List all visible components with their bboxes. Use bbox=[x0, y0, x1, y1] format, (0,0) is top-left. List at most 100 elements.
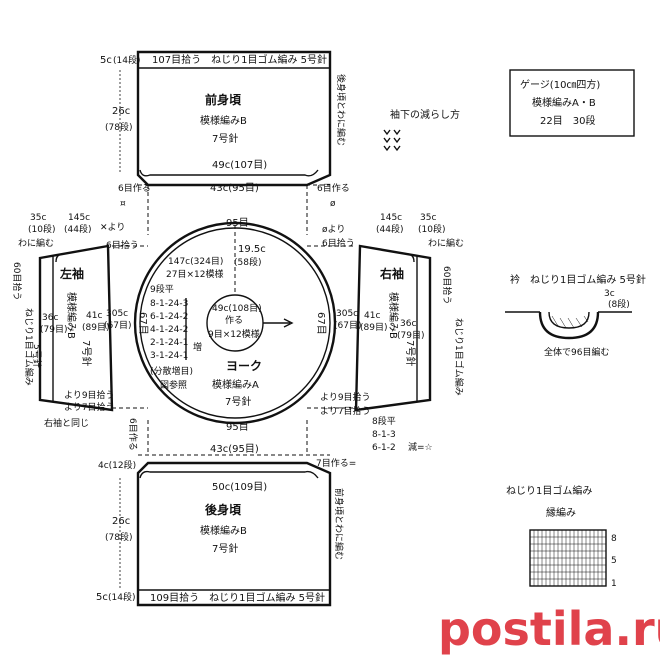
gauge-box: ゲージ(10㎝四方) 模様編みA・B 22目 30段 bbox=[509, 69, 635, 137]
lsleeve-cuff-rib: ねじり1目ゴム編み bbox=[23, 308, 35, 386]
yoke-pattern: 模様編みA bbox=[212, 378, 259, 391]
back-cast-right: 7目作る= bbox=[316, 457, 356, 469]
yoke-needle: 7号針 bbox=[225, 395, 251, 408]
lsleeve-pick-9: より9目拾う bbox=[64, 389, 115, 401]
front-side-note: 後身頃とわに編む bbox=[335, 74, 347, 146]
watermark: postila.ru bbox=[438, 602, 660, 656]
gauge-pattern: 模様編みA・B bbox=[532, 96, 596, 109]
lsleeve-join: わに編む bbox=[18, 237, 54, 249]
neck-height-rows: (8段) bbox=[608, 298, 630, 310]
yoke-dec-row: 8-1-24-3 bbox=[150, 299, 188, 309]
yoke-decrease-list: 8-1-24-3 6-1-24-2 4-1-24-2 2-1-24-1 3-1-… bbox=[150, 299, 188, 361]
yoke-title: ヨーク bbox=[226, 359, 262, 373]
rsleeve-pick: 6目拾う bbox=[322, 237, 355, 249]
rib-row-label: 8 bbox=[611, 534, 617, 544]
rsleeve-cuff-rib: ねじり1目ゴム編み bbox=[453, 318, 465, 396]
lsleeve-pick-7: より7目拾う bbox=[64, 401, 115, 413]
yoke-dec-row: 6-1-24-2 bbox=[150, 312, 188, 322]
yoke-left-st: 67目 bbox=[137, 312, 148, 335]
rsleeve-depth-st: (67目) bbox=[334, 320, 361, 331]
rsleeve-inner-st: (89目) bbox=[360, 322, 387, 333]
front-height-rows: (78段) bbox=[105, 121, 132, 133]
lsleeve-title: 左袖 bbox=[59, 266, 84, 281]
front-body: 107目拾う ねじり1目ゴム編み 5号針 5c (14段) 前身頃 模様編みB … bbox=[100, 50, 350, 209]
back-title: 後身頃 bbox=[205, 502, 242, 517]
rsleeve-width-st: (79目) bbox=[397, 330, 424, 341]
front-ring-left: ¤ bbox=[120, 199, 126, 209]
lsleeve-depth-st: (67目) bbox=[104, 320, 131, 331]
yoke-dec-row: 4-1-24-2 bbox=[150, 325, 188, 335]
neck-height: 3c bbox=[604, 289, 615, 299]
yoke-top-st: 95目 bbox=[226, 218, 249, 229]
rsleeve-pattern: 模様編みB bbox=[387, 292, 400, 339]
lsleeve-top-w2-rows: (44段) bbox=[64, 223, 91, 235]
rsleeve-cuff: 60目拾う bbox=[441, 266, 453, 304]
rsleeve-width: 36c bbox=[400, 319, 416, 329]
back-height-rows: (78段) bbox=[105, 531, 132, 543]
rib-row-label: 1 bbox=[611, 579, 617, 589]
front-cast-right: 6目作る bbox=[317, 182, 350, 194]
front-needle: 7号針 bbox=[212, 132, 238, 145]
rsleeve-from-mark: øより bbox=[322, 224, 345, 235]
rib-row-label: 5 bbox=[611, 556, 617, 566]
rib-chart-title: ねじり1目ゴム編み bbox=[506, 484, 592, 497]
lsleeve-cuff-needle: 5号針 bbox=[31, 344, 43, 368]
rsleeve-needle: 7号針 bbox=[404, 340, 417, 366]
sleeve-dec-label: 袖下の減らし方 bbox=[390, 108, 460, 121]
lsleeve-pattern: 模様編みB bbox=[65, 292, 78, 339]
back-side-note: 前身頃とわに編む bbox=[333, 488, 345, 560]
yoke-dec-row: 3-1-24-1 bbox=[150, 351, 188, 361]
back-height: 26c bbox=[112, 516, 130, 527]
lsleeve-from-mark: ✕より bbox=[100, 222, 125, 233]
yoke-bottom-st: 95目 bbox=[226, 422, 249, 433]
yoke-center-2: 作る bbox=[225, 314, 243, 326]
yoke-outer: 147c(324目) bbox=[168, 256, 223, 267]
rsleeve-top-w2-rows: (44段) bbox=[376, 223, 403, 235]
rsleeve-inner: 41c bbox=[364, 311, 380, 321]
front-pattern: 模様編みB bbox=[200, 114, 247, 127]
lsleeve-inner-st: (89目) bbox=[82, 322, 109, 333]
rsleeve-dec-b: 6-1-2 bbox=[372, 443, 396, 453]
lsleeve-needle: 7号針 bbox=[80, 340, 93, 366]
neck-note: 全体で96目編む bbox=[544, 346, 609, 358]
yoke-right-st: 67目 bbox=[315, 312, 326, 335]
yoke-chart-ref: 図参照 bbox=[160, 379, 187, 391]
yoke: 95目 95目 67目 67目 147c(324目) 27目×12模様 19.5… bbox=[133, 185, 337, 455]
back-cast-left: 6目作る bbox=[127, 418, 139, 451]
rsleeve-depth: 305c bbox=[336, 309, 358, 319]
rsleeve-pick-7: より7目拾う bbox=[320, 405, 371, 417]
front-width-yoke: 43c(95目) bbox=[210, 183, 259, 194]
back-body: 43c(95目) 4c(12段) 7目作る= 6目作る 50c(109目) 後身… bbox=[96, 418, 356, 607]
front-cast-left: 6目作る bbox=[118, 182, 151, 194]
rsleeve-top-w: 35c bbox=[420, 213, 436, 223]
yoke-center-3: 9目×12模様 bbox=[208, 328, 260, 340]
lsleeve-top-w: 35c bbox=[30, 213, 46, 223]
rib-chart: ねじり1目ゴム編み 縁編み 8 5 1 bbox=[506, 484, 617, 589]
front-height: 26c bbox=[112, 106, 130, 117]
rsleeve-rows-flat: 8段平 bbox=[372, 415, 396, 427]
yoke-depth-rows: (58段) bbox=[234, 256, 261, 268]
rsleeve-top-w-rows: (10段) bbox=[418, 223, 445, 235]
front-ring-right: ø bbox=[330, 199, 336, 209]
watermark-text: postila.ru bbox=[438, 602, 660, 656]
front-top-rib: 107目拾う ねじり1目ゴム編み 5号針 bbox=[152, 53, 327, 66]
yoke-outer-sub: 27目×12模様 bbox=[166, 268, 223, 280]
yoke-dist-note: (分散増目) bbox=[150, 365, 193, 377]
yoke-dec-row: 2-1-24-1 bbox=[150, 338, 188, 348]
front-rib-rows: (14段) bbox=[113, 54, 140, 66]
neckband: 衿 ねじり1目ゴム編み 5号針 3c (8段) 全体で96目編む bbox=[505, 273, 646, 358]
lsleeve-pick: 6目拾う bbox=[106, 239, 139, 251]
front-width-inner: 49c(107目) bbox=[212, 160, 267, 171]
back-width-inner: 50c(109目) bbox=[212, 482, 267, 493]
right-sleeve: 145c (44段) 35c (10段) øより 6目拾う わに編む 右袖 模様… bbox=[307, 213, 465, 453]
gauge-count: 22目 30段 bbox=[540, 114, 595, 127]
front-title: 前身頃 bbox=[205, 92, 242, 107]
front-rib-height: 5c bbox=[100, 55, 112, 66]
yoke-inc-mark: 増 bbox=[193, 341, 202, 353]
back-rib-height: 5c bbox=[96, 592, 108, 603]
rsleeve-pick-9: より9目拾う bbox=[320, 391, 371, 403]
rib-grid bbox=[530, 530, 606, 586]
lsleeve-width: 36c bbox=[42, 313, 58, 323]
yoke-rows-head: 9段平 bbox=[150, 283, 174, 295]
rsleeve-title: 右袖 bbox=[379, 266, 404, 281]
